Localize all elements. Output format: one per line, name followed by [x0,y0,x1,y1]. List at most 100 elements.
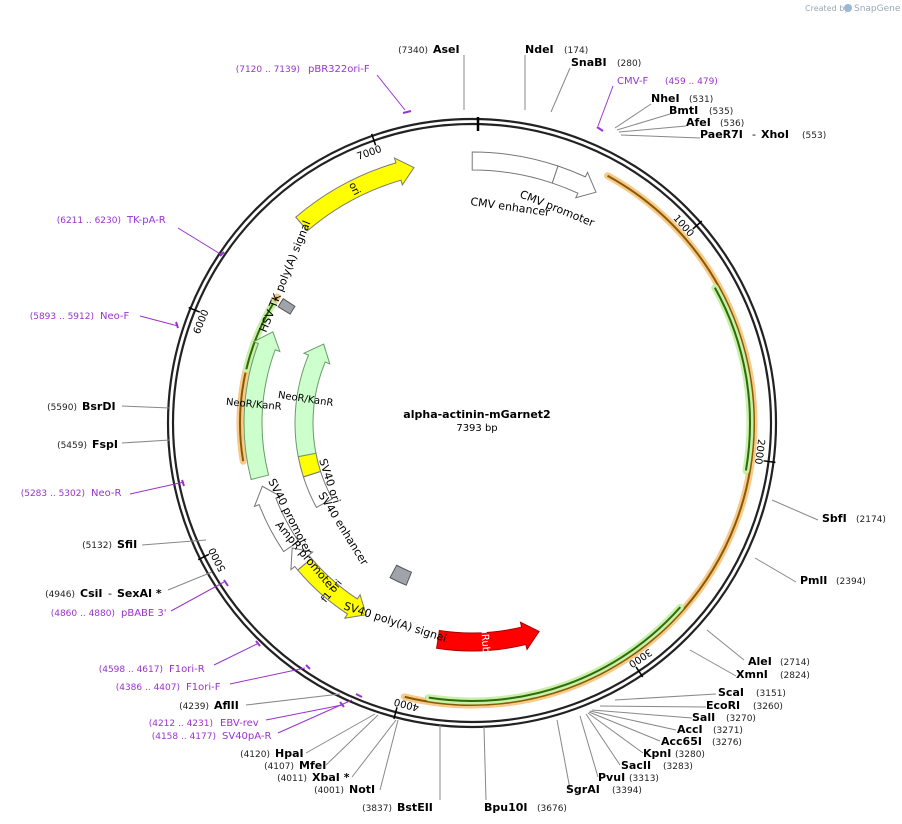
tick-mark [763,460,776,464]
primer-name: Neo-F [100,311,130,322]
enzyme-name: NdeI [525,43,554,56]
enzyme-separator: - [108,587,112,600]
tick-mark [692,220,703,230]
cmv-enhancer [471,151,559,184]
enzyme-pos: (4001) [314,786,344,796]
tick-mark [393,707,398,720]
leader-lines [121,55,819,801]
mruby-arrow [436,621,540,652]
enzyme-name: XhoI [761,128,789,141]
enzyme-name: NheI [651,92,680,105]
primer-name: pBR322ori-F [308,64,370,75]
enzyme-pos: (2174) [856,515,886,525]
enzyme-pos: (3676) [537,804,567,814]
tick-mark [370,133,377,146]
enzyme-name: SalI [692,711,715,724]
enzyme-pos: (4239) [179,702,209,712]
enzyme-name: SgrAI [566,783,600,796]
enzyme-pos: (5459) [57,441,87,451]
enzyme-pos: (2824) [780,671,810,681]
enzyme-pos: (3394) [612,786,642,796]
tick-mark [197,553,210,561]
enzyme-name: PaeR7I [700,128,743,141]
enzyme-name: BsrDI [82,400,116,413]
cmv-promoter [551,165,597,199]
primer-name: F1ori-R [169,664,205,675]
enzyme-pos: (4011) [277,774,307,784]
enzyme-name: ScaI [718,686,744,699]
primer-name: EBV-rev [220,718,259,729]
backbone-outer-ring [166,117,778,729]
enzyme-pos: (174) [564,46,588,56]
snapgene-credit: Created by SnapGene [805,4,901,14]
ampr-promoter [290,547,314,571]
orf-arrow [424,603,684,705]
hsv-tk-polya [277,298,296,315]
enzyme-name: NotI [349,783,375,796]
enzyme-pos: (536) [720,119,744,129]
primer-name: SV40pA-R [222,731,271,742]
enzyme-pos: (3260) [753,702,783,712]
primer-leader-lines [129,74,614,734]
primer-name: TK-pA-R [126,215,166,226]
enzyme-pos: (5590) [47,403,77,413]
feature-label-sv40-enhancer: SV40 enhancer [315,490,371,568]
enzyme-name: SnaBI [571,56,607,69]
enzyme-pos: (2394) [836,577,866,587]
enzyme-labels: (7340) AseI NdeI (174) SnaBI (280) NheI … [45,43,886,814]
enzyme-name: AseI [433,43,460,56]
orf-layer [236,172,758,709]
enzyme-name: SfiI [117,538,137,551]
enzyme-pos: (535) [709,107,733,117]
tick-mark [635,666,644,678]
primer-name: Neo-R [91,488,122,499]
neor-kanr-outer [243,331,281,481]
primer-coords: (7120 .. 7139) [236,65,300,75]
primer-name: F1ori-F [186,682,221,693]
feature-label-sv40-polya: SV40 poly(A) signal [342,599,448,645]
f1-ori-arrow [297,557,367,619]
orf-arrow [711,284,754,475]
primer-name: pBABE 3' [121,608,167,619]
enzyme-pos: (4946) [45,590,75,600]
enzyme-pos: (3271) [713,726,743,736]
sv40-promoter [253,485,300,553]
orf-arrow [400,172,758,709]
enzyme-pos: (531) [689,95,713,105]
enzyme-pos: (4107) [264,762,294,772]
ori-arrow [295,157,415,232]
enzyme-pos: (3280) [675,750,705,760]
primer-coords: (4386 .. 4407) [116,683,180,693]
enzyme-name: PmlI [800,574,827,587]
credit-text: Created by [805,4,849,13]
enzyme-separator: - [752,128,756,141]
enzyme-name: FspI [92,438,118,451]
enzyme-pos: (3270) [726,714,756,724]
enzyme-pos: (3837) [362,804,392,814]
plasmid-name: alpha-actinin-mGarnet2 [403,408,550,421]
enzyme-name: AfeI [686,116,711,129]
enzyme-name: MfeI [299,759,326,772]
enzyme-pos: (7340) [398,46,428,56]
primer-coords: (4598 .. 4617) [99,665,163,675]
enzyme-pos: (280) [617,59,641,69]
enzyme-pos: (4120) [240,750,270,760]
enzyme-name: CsiI [80,587,102,600]
enzyme-pos: (3151) [756,689,786,699]
snapgene-logo-icon [844,4,852,12]
enzyme-name: PvuI [598,771,625,784]
enzyme-name: XmnI [736,668,768,681]
enzyme-pos: (2714) [780,658,810,668]
orf-arrow [242,299,278,373]
enzyme-pos: (553) [802,131,826,141]
enzyme-name: BmtI [669,104,698,117]
primer-coords: (4158 .. 4177) [152,732,216,742]
enzyme-name: AleI [748,655,772,668]
enzyme-name: EcoRI [706,699,740,712]
primer-marks [175,110,604,708]
sv40-polya [389,564,413,586]
primer-coords: (5283 .. 5302) [21,489,85,499]
primer-coords: (5893 .. 5912) [30,312,94,322]
